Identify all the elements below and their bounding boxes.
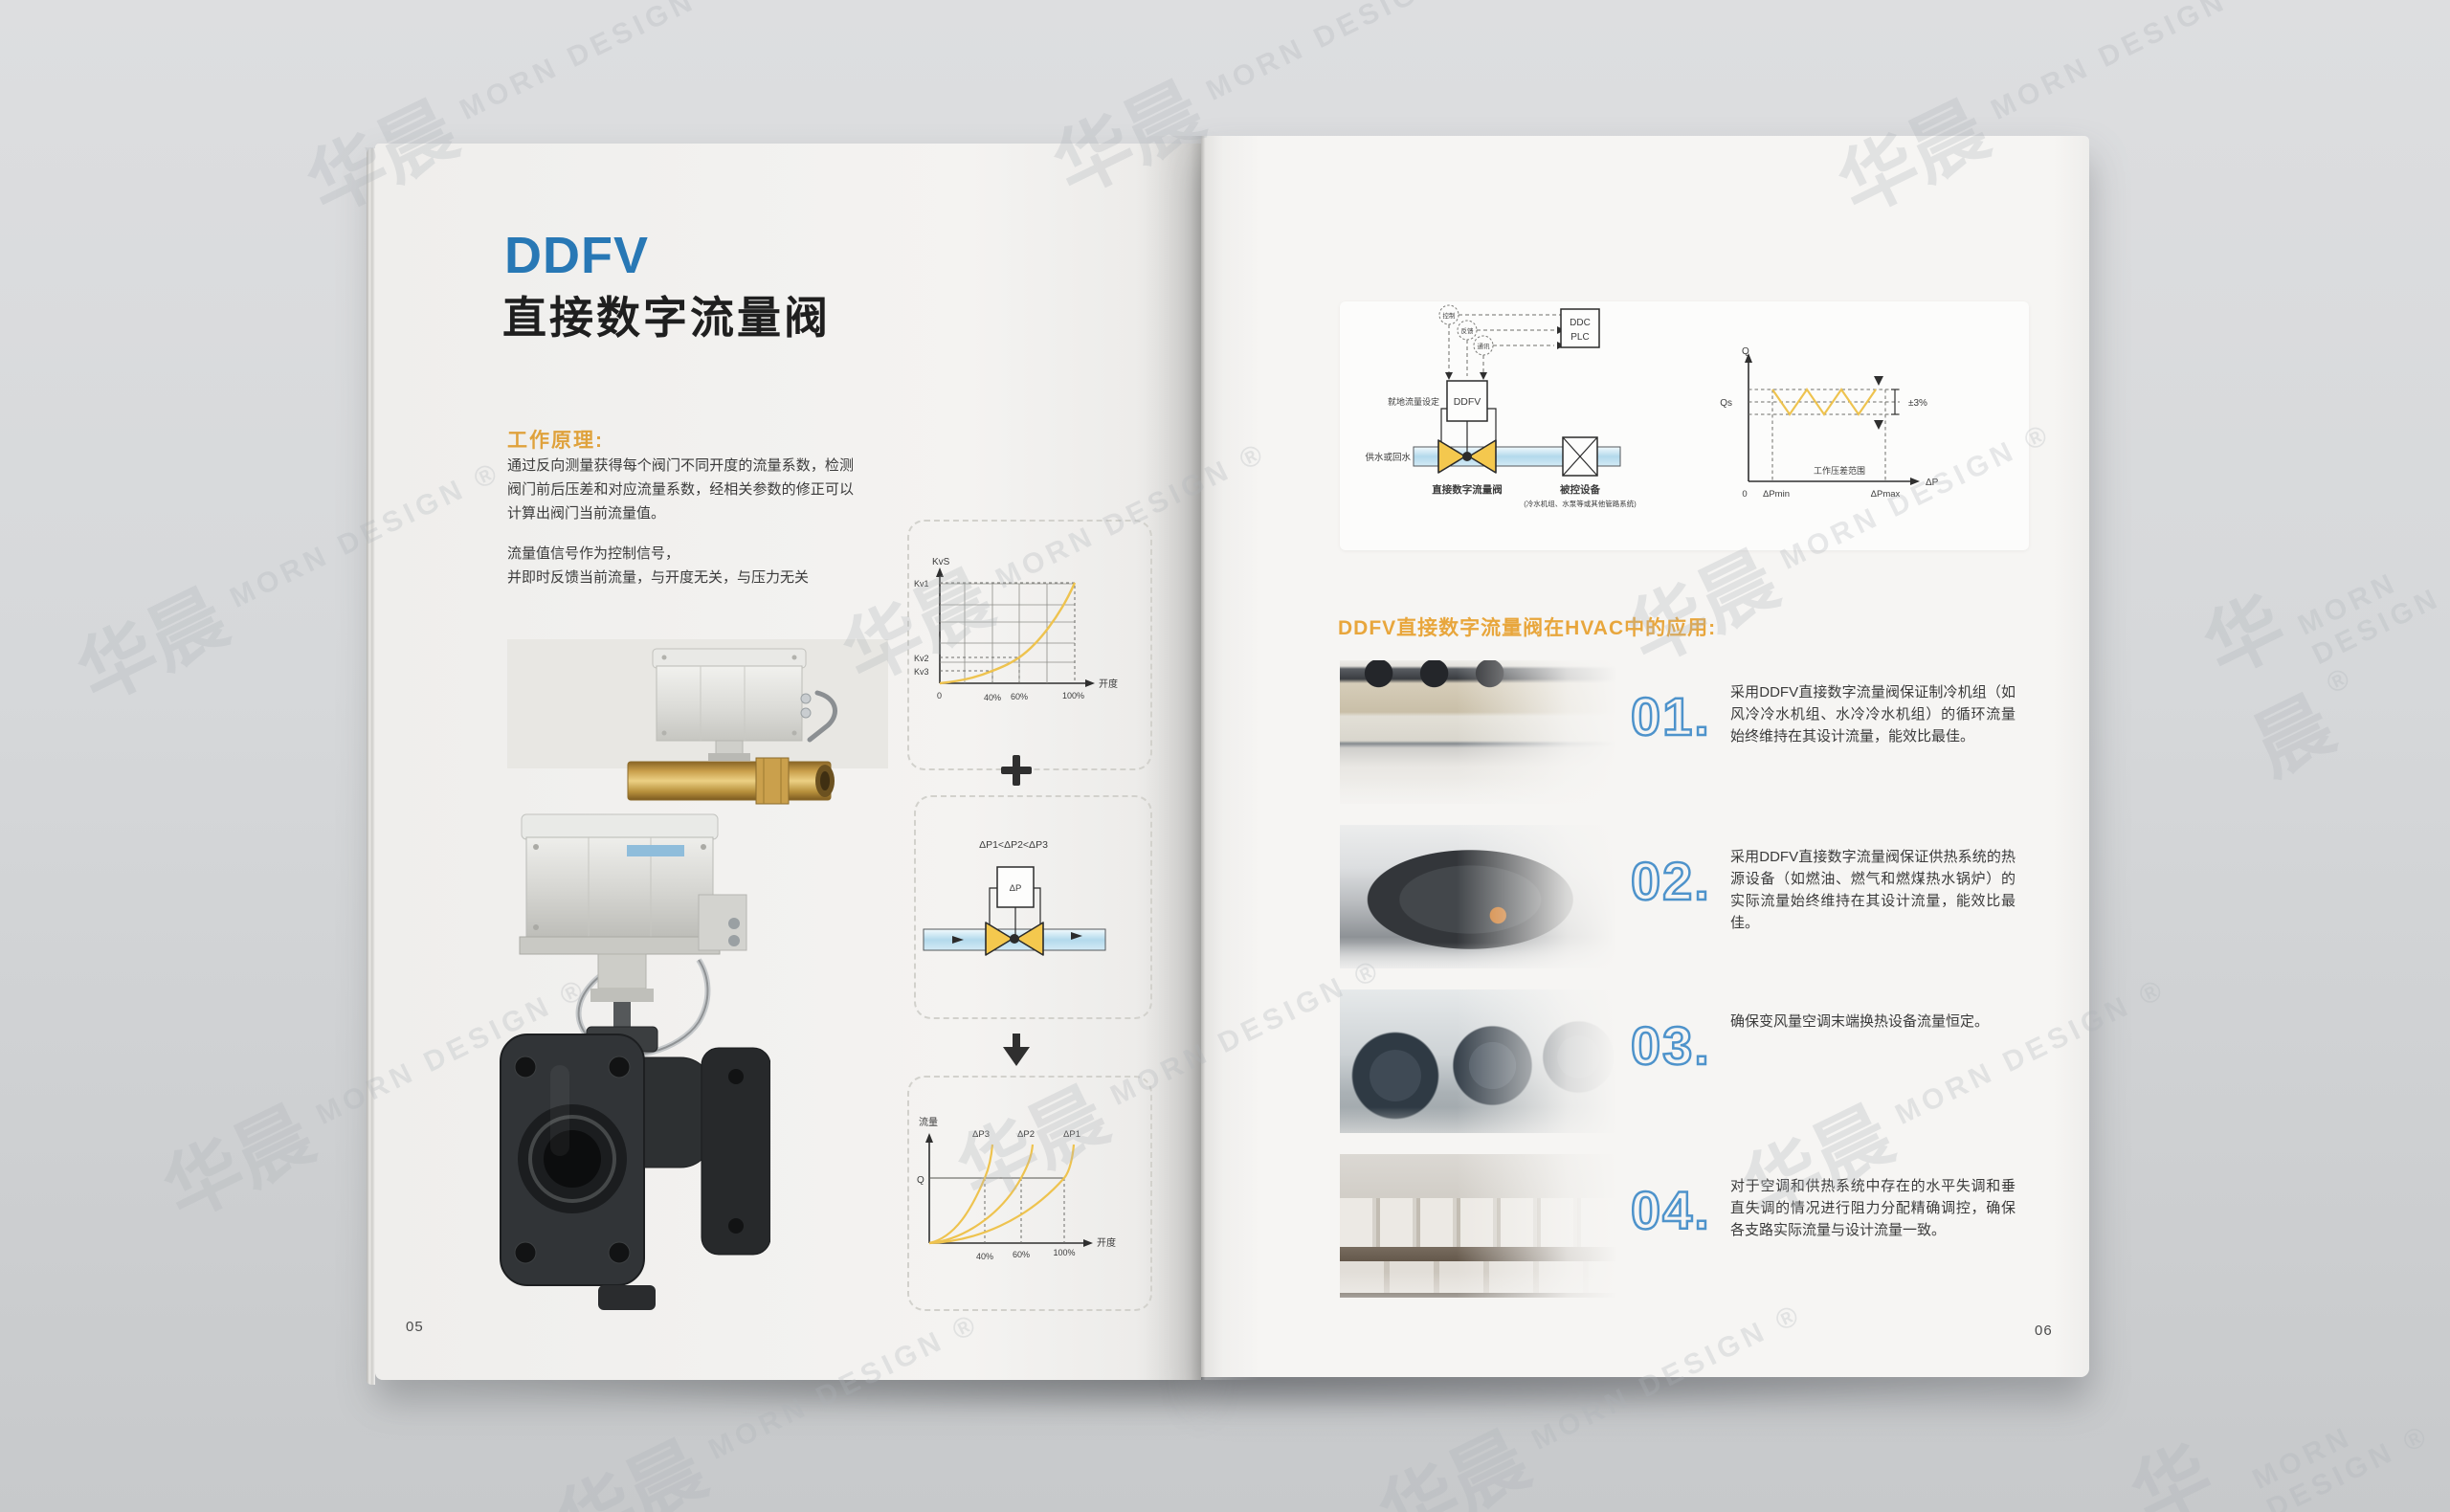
kvs-tick-60: 60% — [1011, 692, 1028, 701]
plus-icon — [1001, 755, 1032, 786]
working-principle-heading: 工作原理: — [507, 430, 604, 452]
flow-chart-card: 流量 Q ΔP3 ΔP2 ΔP1 — [907, 1076, 1152, 1311]
applications-heading: DDFV直接数字流量阀在HVAC中的应用: — [1338, 617, 1717, 639]
application-text-3: 确保变风量空调末端换热设备流量恒定。 — [1730, 1013, 1990, 1030]
kvs-tick-40: 40% — [984, 693, 1001, 702]
valve-diagram-card: ΔP1<ΔP2<ΔP3 ΔP — [914, 795, 1152, 1019]
kvs-y-axis-label: KvS — [932, 557, 950, 567]
working-principle-paragraph-2: 流量值信号作为控制信号， 并即时反馈当前流量，与开度无关，与压力无关 — [507, 545, 810, 586]
flow-tick-40: 40% — [976, 1252, 993, 1261]
product-photo-flanged-valve-actuator — [500, 813, 770, 1310]
flow-x-axis-label: 开度 — [1097, 1236, 1116, 1249]
kv3-label: Kv3 — [914, 667, 929, 677]
control-circle-label: 控制 — [1443, 311, 1457, 320]
controlled-device-label: 被控设备 — [1560, 483, 1600, 496]
application-row-3: 03. 确保变风量空调末端换热设备流量恒定。 — [1340, 989, 2023, 1135]
page-title-en: DDFV — [504, 227, 649, 284]
application-row-1: 01. 采用DDFV直接数字流量阀保证制冷机组（如风冷冷水机组、水冷冷水机组）的… — [1340, 660, 2023, 806]
application-number-2: 02. — [1630, 850, 1711, 913]
working-range-label: 工作压差范围 — [1814, 465, 1865, 476]
dp-axis-label: ΔP — [1926, 478, 1939, 488]
controlled-device-sublabel: (冷水机组、水泵等或其他管路系统) — [1524, 499, 1637, 508]
local-flow-setting-label: 就地流量设定 — [1388, 396, 1439, 407]
flow-opening-chart: 流量 Q ΔP3 ΔP2 ΔP1 — [917, 1116, 1116, 1261]
comm-circle-label: 通讯 — [1478, 342, 1491, 350]
dp1-curve-label: ΔP1 — [1063, 1129, 1080, 1140]
dp-tick-max: ΔPmax — [1871, 489, 1901, 500]
q-axis-label: Q — [1742, 346, 1749, 357]
photo-air-cooled-chiller — [1340, 660, 1617, 804]
qs-label: Qs — [1720, 398, 1732, 409]
valve-pressure-diagram: ΔP1<ΔP2<ΔP3 ΔP — [923, 839, 1106, 956]
tolerance-label: ±3% — [1908, 398, 1927, 409]
working-principle-paragraph-1: 通过反向测量获得每个阀门不同开度的流量系数，检测阀门前后压差和对应流量系数，经相… — [507, 457, 854, 522]
plc-label: PLC — [1570, 332, 1589, 343]
flow-y-axis-label: 流量 — [919, 1116, 938, 1128]
kv1-label: Kv1 — [914, 579, 929, 589]
flow-q-label: Q — [917, 1175, 924, 1186]
application-text-4: 对于空调和供热系统中存在的水平失调和垂直失调的情况进行阻力分配精确调控，确保各支… — [1730, 1178, 2016, 1238]
page-title-zh: 直接数字流量阀 — [502, 293, 831, 343]
kvs-x-axis-label: 开度 — [1099, 678, 1118, 690]
flow-tick-100: 100% — [1053, 1248, 1075, 1257]
ddc-label: DDC — [1570, 318, 1591, 328]
application-row-2: 02. 采用DDFV直接数字流量阀保证供热系统的热源设备（如燃油、燃气和燃煤热水… — [1340, 825, 2023, 970]
schematic-panel: 控制 反馈 通讯 DDC PLC — [1340, 301, 2029, 550]
application-row-4: 04. 对于空调和供热系统中存在的水平失调和垂直失调的情况进行阻力分配精确调控，… — [1340, 1154, 2023, 1300]
page-number-right: 06 — [2035, 1323, 2053, 1339]
dp2-curve-label: ΔP2 — [1017, 1129, 1035, 1140]
kvs-tick-0: 0 — [937, 691, 942, 700]
kvs-tick-100: 100% — [1062, 691, 1084, 700]
photo-air-handling-units — [1340, 989, 1617, 1133]
control-schematic: 控制 反馈 通讯 DDC PLC — [1365, 304, 1939, 508]
dp-tick-0: 0 — [1742, 489, 1747, 500]
digital-valve-label: 直接数字流量阀 — [1432, 483, 1503, 496]
page-number-left: 05 — [406, 1319, 424, 1335]
application-number-3: 03. — [1630, 1014, 1711, 1078]
application-number-1: 01. — [1630, 685, 1711, 748]
pressure-inequality-label: ΔP1<ΔP2<ΔP3 — [979, 839, 1048, 851]
flow-tick-60: 60% — [1013, 1250, 1030, 1259]
supply-return-label: 供水或回水 — [1365, 452, 1411, 463]
ddfv-box-label: DDFV — [1454, 396, 1481, 408]
photo-boiler-room — [1340, 825, 1617, 968]
down-arrow-icon — [1003, 1034, 1030, 1066]
application-text-2: 采用DDFV直接数字流量阀保证供热系统的热源设备（如燃油、燃气和燃煤热水锅炉）的… — [1730, 849, 2016, 931]
kvs-chart-card: KvS Kv1 Kv2 — [907, 520, 1152, 770]
dp-tick-min: ΔPmin — [1763, 489, 1790, 500]
product-photo-brass-valve-actuator — [627, 648, 837, 805]
application-text-1: 采用DDFV直接数字流量阀保证制冷机组（如风冷冷水机组、水冷冷水机组）的循环流量… — [1730, 684, 2016, 745]
kv2-label: Kv2 — [914, 654, 929, 663]
dp-box-label: ΔP — [1010, 883, 1022, 894]
kvs-chart: KvS Kv1 Kv2 — [914, 557, 1118, 702]
application-number-4: 04. — [1630, 1179, 1711, 1242]
dp3-curve-label: ΔP3 — [972, 1129, 990, 1140]
feedback-circle-label: 反馈 — [1461, 326, 1475, 335]
photo-rooftop-ac-units — [1340, 1154, 1617, 1298]
